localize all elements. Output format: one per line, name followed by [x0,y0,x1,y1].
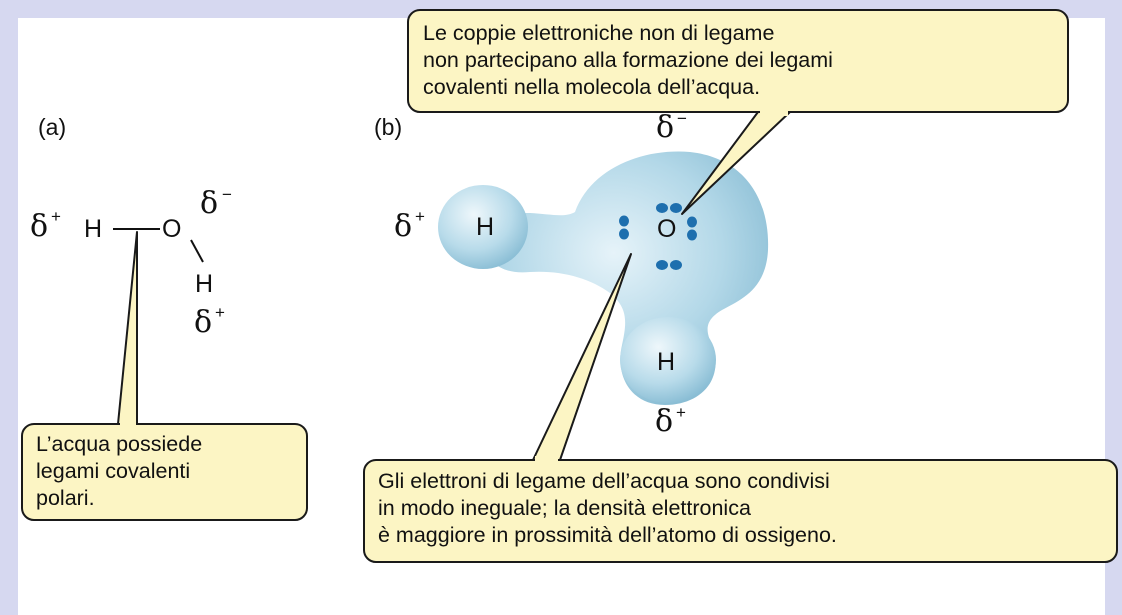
delta-symbol-b-top: δ [656,110,674,145]
structural-formula: δ + H O δ − H δ + [30,185,232,340]
callout-box-shared-electrons [363,459,1118,563]
delta-sign-b-left: + [415,207,425,226]
callout-pointer-shared-electrons [532,253,632,461]
callout-polar-line-3: polari. [36,486,95,510]
atom-h-bottom: H [195,270,213,298]
lone-pair-top-electron [656,203,668,213]
water-molecule-3d [438,151,769,405]
delta-symbol-b-bottom: δ [655,404,673,439]
lone-pair-top-electron [670,203,682,213]
atom-oxygen: O [162,215,181,243]
callout-shared-line-2: in modo ineguale; la densità elettronica [378,496,751,520]
atom-b-oxygen: O [657,215,676,243]
hydrogen-sphere-bottom [620,317,716,403]
delta-symbol-h-bottom: δ [194,305,212,340]
callout-shared-electrons: Gli elettroni di legame dell’acqua sono … [363,253,1118,563]
lone-pair-right-electron [687,216,697,228]
hydrogen-sphere-left [438,185,528,269]
delta-sign-h-bottom: + [215,303,225,322]
panel-a-label: (a) [38,114,66,140]
delta-sign-b-bottom: + [676,403,686,422]
delta-symbol-h-left: δ [30,209,48,244]
callout-box-lone-pairs [407,9,1069,113]
callout-polar-bonds: L’acqua possiede legami covalenti polari… [21,231,308,521]
atom-b-h-bottom: H [657,348,675,376]
atom-b-h-left: H [476,213,494,241]
panel-b-label: (b) [374,114,402,140]
bonding-pair-left-electron [619,215,629,227]
bonding-pair-bottom-electron [670,260,682,270]
bond-o-h [190,239,204,263]
atom-h-left: H [84,215,102,243]
callout-shared-line-1: Gli elettroni di legame dell’acqua sono … [378,469,830,493]
callout-shared-line-3: è maggiore in prossimità dell’atomo di o… [378,523,837,547]
delta-symbol-b-left: δ [394,209,412,244]
callout-pointer-polar-bonds [117,231,138,425]
callout-lone-line-1: Le coppie elettroniche non di legame [423,21,774,45]
callout-lone-pairs: Le coppie elettroniche non di legame non… [407,9,1069,215]
bonding-pair-left-electron [619,228,629,240]
delta-sign-h-left: + [51,207,61,226]
callout-polar-line-1: L’acqua possiede [36,432,202,456]
delta-sign-b-top: − [677,109,687,128]
delta-sign-oxygen: − [222,185,232,204]
callout-box-polar-bonds [21,423,308,521]
electron-pairs [619,203,697,270]
lone-pair-right-electron [687,229,697,241]
callout-lone-line-3: covalenti nella molecola dell’acqua. [423,75,760,99]
bonding-pair-bottom-electron [656,260,668,270]
callout-polar-line-2: legami covalenti [36,459,190,483]
callout-lone-line-2: non partecipano alla formazione dei lega… [423,48,833,72]
callout-pointer-lone-pairs [681,111,791,215]
delta-symbol-oxygen: δ [200,186,218,221]
